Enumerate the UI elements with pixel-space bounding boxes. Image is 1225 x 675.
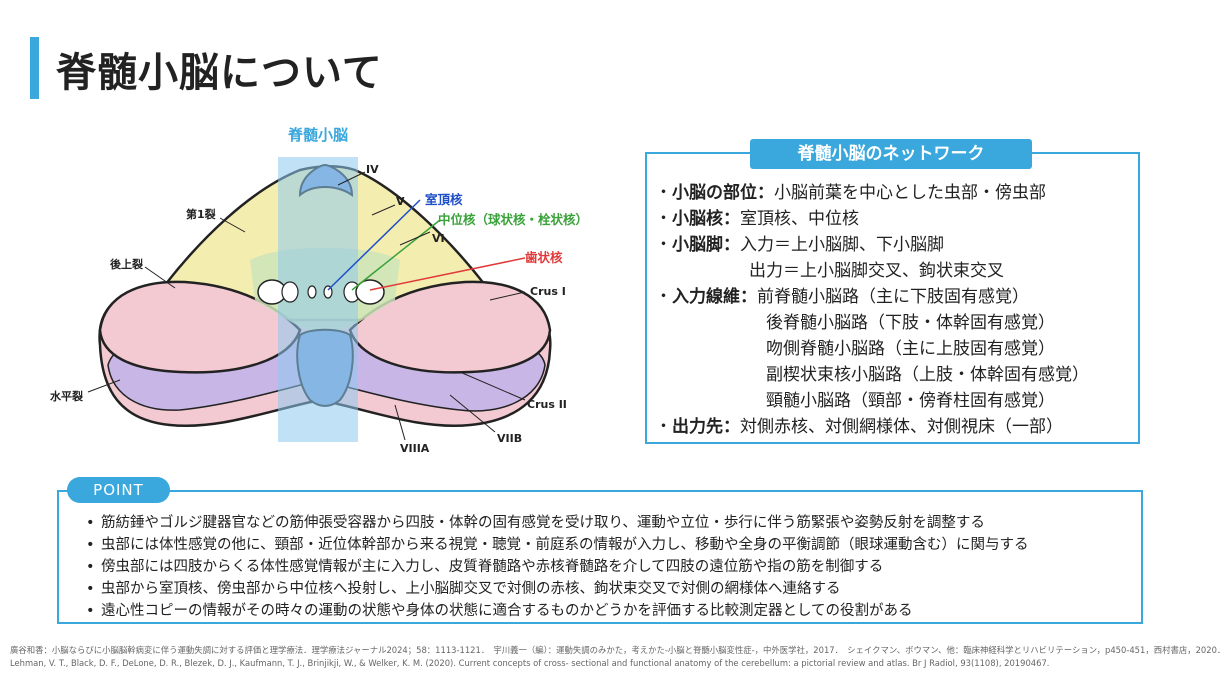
network-line: ・出力先：対側赤核、対側網様体、対側視床（一部） <box>655 417 1063 437</box>
network-line: 出力＝上小脳脚交叉、鉤状束交叉 <box>749 261 1004 281</box>
interposed-pointer <box>351 219 441 291</box>
network-line: ・入力線維：前脊髄小脳路（主に下肢固有感覚） <box>655 287 1029 307</box>
label-posterior-superior: 後上裂 <box>110 257 143 271</box>
point-item: •虫部には体性感覚の他に、頸部・近位体幹部から来る視覚・聴覚・前庭系の情報が入力… <box>86 537 1029 553</box>
label-fastigial: 室頂核 <box>425 192 463 207</box>
label-viiia: VIIIA <box>400 442 430 455</box>
network-line: 後脊髄小脳路（下肢・体幹固有感覚） <box>766 313 1055 333</box>
network-line: ・小脳脚：入力＝上小脳脚、下小脳脚 <box>655 235 944 255</box>
title-accent-bar <box>30 37 39 99</box>
page-title: 脊髄小脳について <box>56 50 383 96</box>
band-label: 脊髄小脳 <box>287 126 348 144</box>
label-fissure1: 第1裂 <box>186 207 216 221</box>
network-line: 頸髄小脳路（頸部・傍脊柱固有感覚） <box>766 391 1055 411</box>
label-dentate: 歯状核 <box>525 250 563 265</box>
network-header: 脊髄小脳のネットワーク <box>750 139 1032 169</box>
label-vi: VI <box>432 232 445 245</box>
cerebellar-nuclei <box>257 279 385 305</box>
label-interposed: 中位核（球状核・栓状核） <box>438 212 588 227</box>
point-item: •遠心性コピーの情報がその時々の運動の状態や身体の状態に適合するものかどうかを評… <box>86 603 913 619</box>
crus-i-right <box>348 280 552 374</box>
point-label: POINT <box>67 477 170 503</box>
dentate-pointer <box>369 257 526 291</box>
cerebellum-diagram: 脊髄小脳 IV V VI 第1裂 後上裂 水平裂 Crus I Crus II … <box>50 126 588 455</box>
label-iv: IV <box>366 163 379 176</box>
network-line: ・小脳核：室頂核、中位核 <box>655 209 859 229</box>
label-crus1: Crus I <box>530 285 566 298</box>
network-line: 吻側脊髄小脳路（主に上肢固有感覚） <box>766 339 1055 359</box>
point-box <box>57 490 1143 624</box>
point-item: •筋紡錘やゴルジ腱器官などの筋伸張受容器から四肢・体幹の固有感覚を受け取り、運動… <box>86 515 985 531</box>
label-horizontal: 水平裂 <box>50 389 83 403</box>
fastigial-left <box>307 285 317 299</box>
fastigial-pointer <box>327 199 421 291</box>
point-item: •虫部から室頂核、傍虫部から中位核へ投射し、上小脳脚交叉で対側の赤核、鉤状束交叉… <box>86 581 841 597</box>
interposed-left <box>281 281 299 303</box>
reference-line: 廣谷和香：小脳ならびに小脳脳幹病変に伴う運動失調に対する評価と理学療法．理学療法… <box>10 645 1225 655</box>
point-item: •傍虫部には四肢からくる体性感覚情報が主に入力し、皮質脊髄路や赤核脊髄路を介して… <box>86 559 884 575</box>
network-box <box>645 152 1140 444</box>
label-v: V <box>396 195 405 208</box>
dentate-right <box>355 279 385 305</box>
label-crus2: Crus II <box>527 398 567 411</box>
network-line: 副楔状束核小脳路（上肢・体幹固有感覚） <box>766 365 1089 385</box>
label-viib: VIIB <box>497 432 522 445</box>
reference-line: Lehman, V. T., Black, D. F., DeLone, D. … <box>10 658 1050 668</box>
network-line: ・小脳の部位：小脳前葉を中心とした虫部・傍虫部 <box>655 183 1046 203</box>
